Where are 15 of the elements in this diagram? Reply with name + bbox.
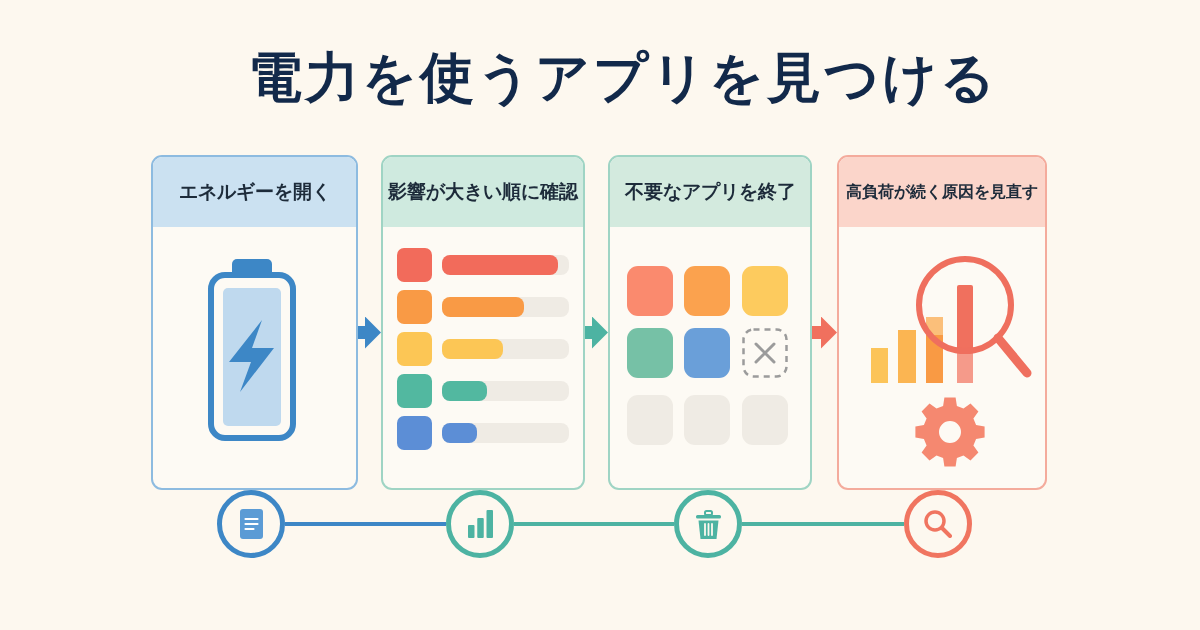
panel-heading: 影響が大きい順に確認: [383, 157, 583, 227]
step-panel: [381, 155, 585, 490]
arrow: [812, 316, 837, 349]
step-panel: [837, 155, 1047, 490]
step-panel: [151, 155, 358, 490]
panel-heading: 不要なアプリを終了: [610, 157, 810, 227]
connector-line: [742, 522, 904, 526]
step-panel: [608, 155, 812, 490]
panel-heading: 高負荷が続く原因を見直す: [839, 157, 1045, 227]
connector-line: [514, 522, 674, 526]
arrow: [358, 316, 381, 349]
title: 電力を使うアプリを見つける: [248, 46, 998, 111]
arrow: [585, 316, 608, 349]
connector-line: [285, 522, 446, 526]
panel-heading: エネルギーを開く: [153, 157, 356, 227]
